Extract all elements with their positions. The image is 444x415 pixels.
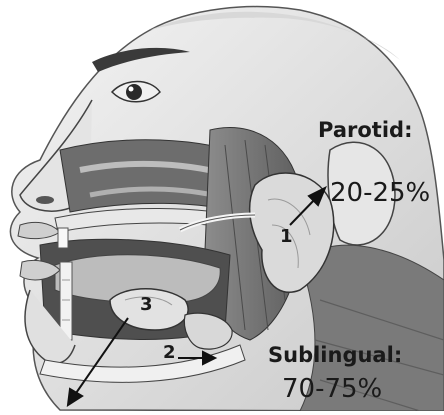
lower-incisor bbox=[60, 262, 72, 340]
sublingual-name: Sublingual bbox=[268, 343, 394, 367]
parotid-percentage: 20-25% bbox=[330, 180, 430, 206]
pupil bbox=[126, 84, 142, 100]
parotid-label: Parotid: bbox=[318, 120, 412, 141]
marker-2: 2 bbox=[163, 344, 176, 362]
sublingual-label: Sublingual: bbox=[268, 345, 402, 366]
upper-incisor bbox=[58, 228, 68, 248]
sublingual-colon: : bbox=[394, 343, 402, 367]
marker-1: 1 bbox=[280, 228, 293, 246]
sublingual-percentage: 70-75% bbox=[282, 376, 382, 402]
parotid-name: Parotid bbox=[318, 118, 404, 142]
parotid-colon: : bbox=[404, 118, 412, 142]
marker-3: 3 bbox=[140, 296, 153, 314]
